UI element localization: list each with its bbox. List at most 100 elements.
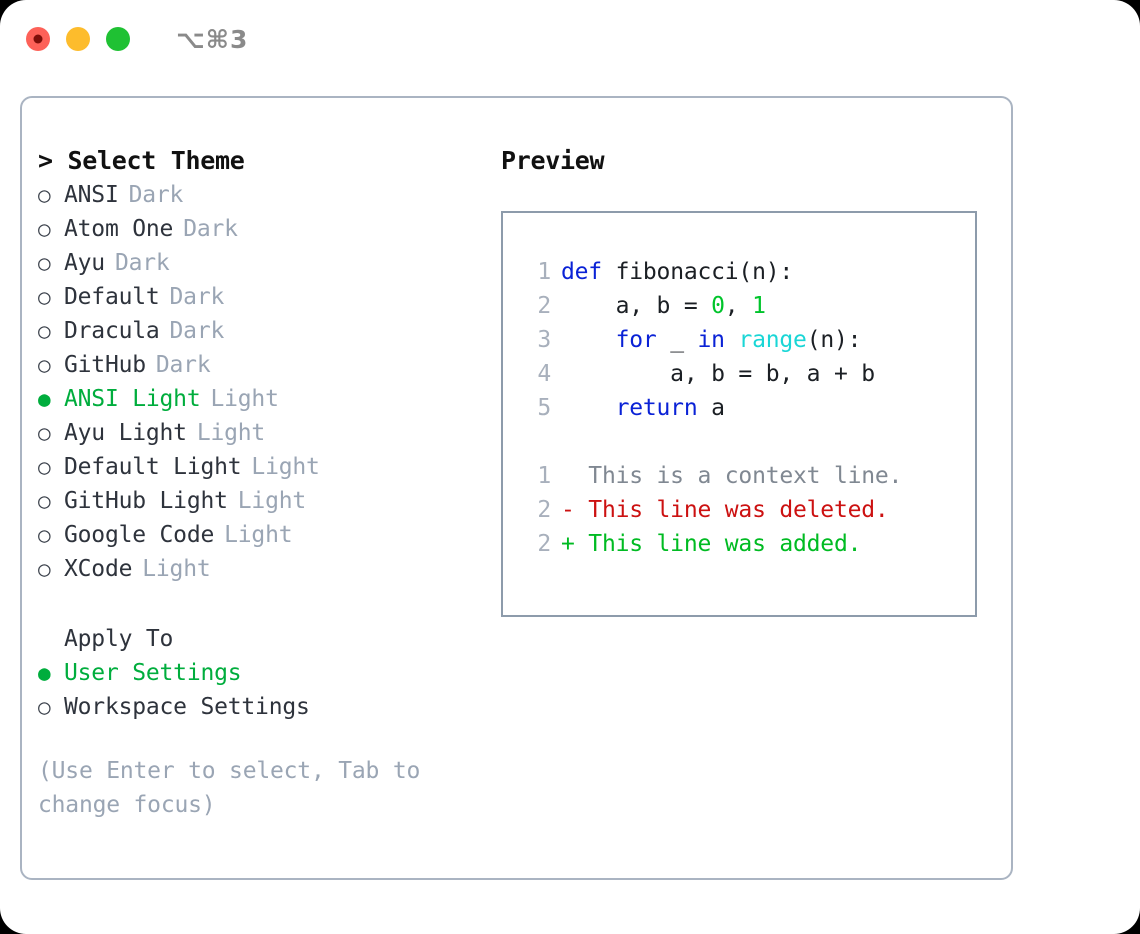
theme-list-item[interactable]: ○ Ayu Dark (38, 246, 488, 280)
code-token: 0 (711, 293, 725, 319)
line-number: 3 (537, 327, 551, 353)
theme-name-label: Dracula (64, 318, 160, 344)
theme-kind-label: Dark (183, 216, 238, 242)
code-line-text: for _ in range(n): (561, 323, 862, 357)
code-token: 1 (752, 293, 766, 319)
code-token: range (738, 327, 807, 353)
title-bar: ⌥⌘3 (0, 0, 1140, 78)
theme-name-label: Default (64, 284, 160, 310)
code-line-text: def fibonacci(n): (561, 255, 793, 289)
theme-list-item[interactable]: ○ Default Light Light (38, 450, 488, 484)
radio-unselected-icon: ○ (38, 557, 51, 581)
diff-line: 2+ This line was added. (503, 527, 975, 561)
apply-to-heading: Apply To (64, 626, 174, 652)
theme-list-item[interactable]: ○ Atom One Dark (38, 212, 488, 246)
preview-heading: Preview (501, 146, 605, 175)
theme-name-label: Ayu Light (64, 420, 187, 446)
diff-marker: + (561, 531, 589, 557)
code-token: , (724, 293, 753, 319)
diff-sample: 1 This is a context line.2- This line wa… (503, 459, 975, 561)
theme-kind-label: Dark (128, 182, 184, 208)
code-line: 1 def fibonacci(n): (503, 255, 975, 289)
code-token: _ (656, 327, 698, 353)
radio-unselected-icon: ○ (38, 183, 51, 207)
code-line: 5 return a (503, 391, 975, 425)
window-controls (26, 27, 130, 51)
theme-kind-label: Light (196, 420, 266, 446)
code-token: (n): (806, 327, 862, 353)
line-number: 2 (537, 293, 551, 319)
diff-line-text: This is a context line. (561, 459, 902, 493)
diff-line: 2- This line was deleted. (503, 493, 975, 527)
diff-marker: - (561, 497, 589, 523)
radio-unselected-icon: ○ (38, 523, 51, 547)
radio-unselected-icon: ○ (38, 251, 51, 275)
code-line-text: a, b = b, a + b (561, 357, 875, 391)
diff-text: This line was added. (588, 531, 862, 557)
theme-kind-label: Light (251, 454, 320, 480)
theme-kind-label: Dark (114, 250, 170, 276)
code-line: 4 a, b = b, a + b (503, 357, 975, 391)
apply-to-list[interactable]: ●User Settings ○ Workspace Settings (38, 656, 488, 724)
radio-unselected-icon: ○ (38, 489, 51, 513)
minimize-button[interactable] (66, 27, 90, 51)
spacer (503, 425, 975, 459)
radio-unselected-icon: ○ (38, 217, 51, 241)
code-line-text: a, b = 0, 1 (561, 289, 766, 323)
theme-name-label: ANSI (64, 182, 119, 208)
code-line: 3 for _ in range(n): (503, 323, 975, 357)
theme-kind-label: Dark (155, 352, 211, 378)
radio-selected-icon: ● (38, 387, 51, 411)
code-token (561, 395, 616, 421)
line-number: 5 (537, 395, 551, 421)
code-token: return (615, 395, 698, 421)
theme-name-label: Google Code (64, 522, 215, 548)
diff-line-text: + This line was added. (561, 527, 861, 561)
code-token: a, b = b, a + b (561, 361, 875, 387)
radio-unselected-icon: ○ (38, 421, 51, 445)
diff-line-text: - This line was deleted. (561, 493, 889, 527)
theme-list-item[interactable]: ○ ANSI Dark (38, 178, 488, 212)
radio-unselected-icon: ○ (38, 455, 51, 479)
diff-line: 1 This is a context line. (503, 459, 975, 493)
code-token: a, b = (561, 293, 712, 319)
radio-unselected-icon: ○ (38, 285, 51, 309)
theme-name-label: Atom One (64, 216, 174, 242)
close-button[interactable] (26, 27, 50, 51)
line-number: 1 (537, 463, 551, 489)
apply-to-label: Workspace Settings (64, 694, 310, 720)
code-token: in (697, 327, 725, 353)
radio-unselected-icon: ○ (38, 695, 51, 719)
code-token: def (561, 259, 602, 285)
theme-list-item[interactable]: ○ Dracula Dark (38, 314, 488, 348)
code-token: a (697, 395, 725, 421)
theme-list-item[interactable]: ○ Ayu Light Light (38, 416, 488, 450)
theme-kind-label: Dark (169, 318, 225, 344)
code-token (561, 327, 616, 353)
theme-name-label: Default Light (64, 454, 242, 480)
theme-name-label: Ayu (64, 250, 105, 276)
apply-to-option[interactable]: ○ Workspace Settings (38, 690, 488, 724)
code-token: for (615, 327, 657, 353)
line-number: 1 (537, 259, 551, 285)
apply-to-option[interactable]: ●User Settings (38, 656, 488, 690)
code-line: 2 a, b = 0, 1 (503, 289, 975, 323)
theme-kind-label: Light (142, 556, 211, 582)
select-theme-heading: > Select Theme (38, 146, 245, 175)
code-line-text: return a (561, 391, 725, 425)
radio-unselected-icon: ○ (38, 319, 51, 343)
zoom-button[interactable] (106, 27, 130, 51)
theme-name-label: ANSI Light (64, 386, 201, 412)
